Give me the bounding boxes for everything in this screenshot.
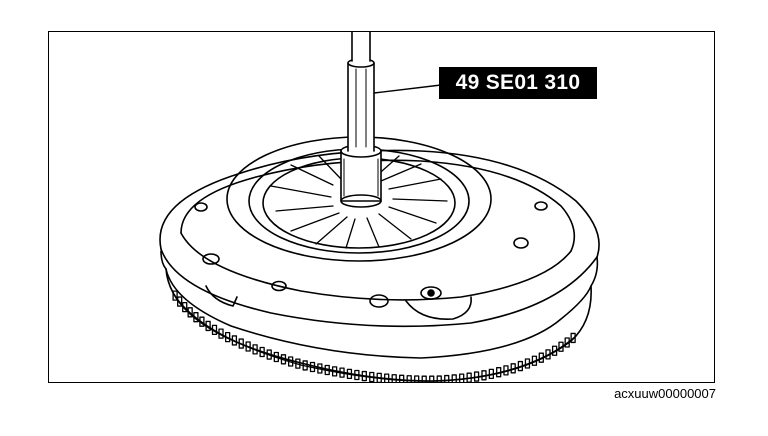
gear-tooth (361, 370, 367, 382)
gear-tooth (231, 335, 238, 346)
gear-tooth (280, 354, 287, 365)
gear-tooth (444, 374, 450, 382)
gear-tooth (302, 360, 308, 371)
gear-tooth (177, 296, 183, 307)
gear-tooth (384, 373, 390, 382)
gear-tooth (538, 352, 544, 363)
gear-tooth (421, 375, 427, 382)
gear-tooth (295, 358, 301, 369)
gear-tooth (481, 370, 487, 381)
gear-tooth (205, 320, 211, 332)
ring-gear-teeth (172, 290, 577, 382)
gear-tooth (252, 344, 258, 355)
gear-tooth (369, 371, 375, 382)
gear-tooth (182, 301, 188, 313)
diaphragm-spring (226, 136, 492, 262)
gear-tooth (414, 375, 420, 382)
gear-tooth (531, 355, 538, 366)
gear-tooth (339, 367, 345, 378)
gear-tooth (187, 307, 193, 318)
gear-tooth (391, 374, 397, 382)
gear-tooth (288, 356, 294, 367)
gear-tooth (354, 369, 360, 381)
gear-tooth (399, 374, 405, 382)
gear-tooth (517, 360, 524, 372)
gear-tooth (172, 290, 178, 301)
callout-leader (373, 84, 442, 94)
gear-tooth (466, 372, 472, 382)
gear-tooth (331, 366, 338, 377)
gear-tooth (551, 345, 558, 356)
gear-tooth (436, 375, 442, 382)
gear-tooth (324, 364, 330, 376)
gear-tooth (238, 338, 244, 349)
tool-number-label: 49 SE01 310 (439, 67, 597, 99)
gear-tooth (451, 374, 457, 382)
clutch-cover-body (159, 149, 600, 328)
gear-tooth (346, 368, 353, 380)
gear-tooth (459, 373, 465, 382)
gear-tooth (273, 351, 279, 363)
gear-tooth (199, 316, 205, 327)
gear-tooth (488, 368, 495, 379)
gear-tooth (266, 349, 272, 360)
gear-tooth (376, 372, 382, 382)
gear-tooth (309, 361, 316, 373)
diagram-frame (48, 31, 715, 383)
gear-tooth (524, 358, 531, 369)
gear-tooth (503, 365, 509, 376)
gear-tooth (211, 324, 218, 336)
gear-tooth (558, 341, 564, 352)
gear-tooth (317, 363, 323, 374)
gear-tooth (564, 337, 570, 348)
gear-tooth (429, 375, 435, 382)
clutch-cover-illustration (159, 32, 600, 382)
gear-tooth (193, 312, 199, 323)
gear-tooth (570, 332, 576, 344)
gear-tooth (245, 341, 251, 352)
gear-tooth (225, 331, 231, 343)
gear-tooth (473, 371, 480, 382)
gear-tooth (496, 367, 502, 378)
gear-tooth (406, 375, 412, 382)
gear-tooth (510, 363, 516, 374)
gear-tooth (218, 328, 224, 339)
gear-tooth (259, 346, 265, 358)
special-tool-shaft (340, 32, 382, 208)
image-reference-code: acxuuw00000007 (614, 386, 716, 401)
gear-tooth (545, 349, 551, 360)
